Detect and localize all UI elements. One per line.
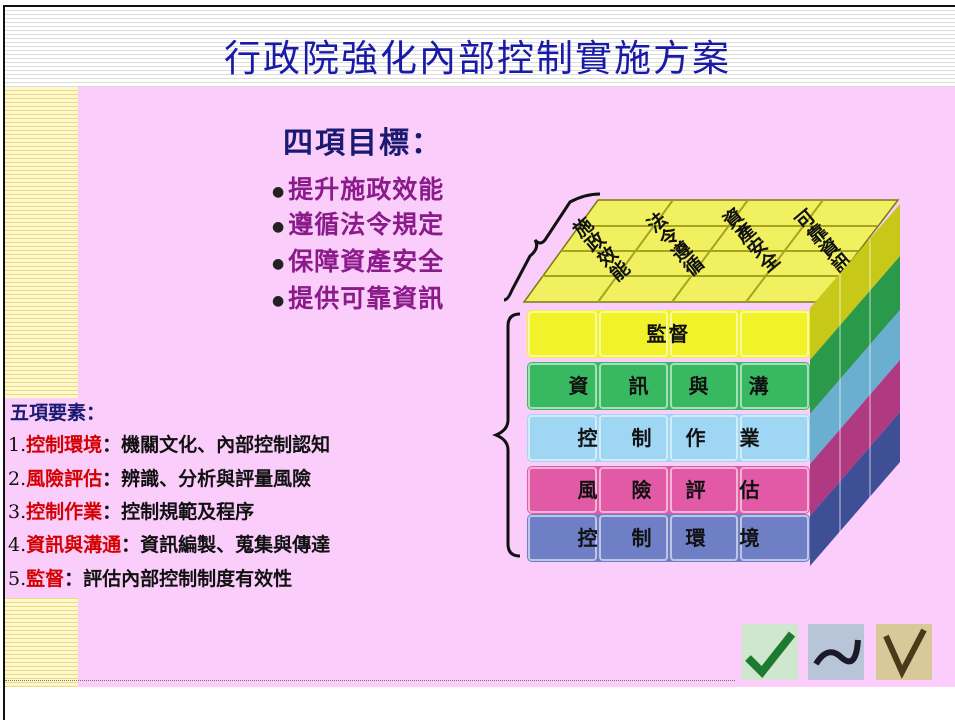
element-item: 1.控制環境：機關文化、內部控制認知 [8, 430, 330, 457]
layer-info-communication: 資訊與溝通 [527, 362, 810, 446]
element-item: 2.風險評估：辨識、分析與評量風險 [8, 464, 311, 491]
content-panel-lower [5, 398, 505, 598]
element-item: 3.控制作業：控制規範及程序 [8, 497, 254, 524]
element-number: 5. [8, 568, 27, 590]
slide-title: 行政院強化內部控制實施方案 [224, 37, 731, 80]
layer-label: 控制環境 [577, 526, 794, 550]
goal-text: 提供可靠資訊 [288, 284, 445, 313]
element-key: 控制作業 [26, 501, 103, 523]
elements-brace-icon [492, 312, 521, 558]
element-desc: ：控制規範及程序 [102, 501, 255, 523]
layer-label: 風險評估 [577, 478, 794, 502]
layer-control-activities: 控制作業 [527, 414, 810, 462]
layer-risk-assessment: 風險評估 [527, 466, 810, 514]
goals-brace-icon [503, 192, 601, 302]
frame-left-border [3, 5, 5, 720]
layer-monitoring: 監督 [527, 310, 810, 358]
goal-text: 遵循法令規定 [288, 210, 445, 239]
check-icon [742, 624, 798, 680]
goal-item: ●保障資產安全 [272, 247, 445, 276]
element-item: 4.資訊與溝通：資訊編製、蒐集與傳達 [8, 530, 330, 557]
layer-control-environment: 控制環境 [527, 514, 810, 562]
goals-heading: 四項目標： [283, 126, 443, 161]
footer-divider [5, 680, 735, 681]
element-number: 3. [8, 501, 27, 523]
element-key: 監督 [26, 568, 65, 590]
cube-right-face [810, 204, 900, 566]
goal-item: ●提升施政效能 [272, 175, 445, 204]
header-stripes [5, 7, 955, 87]
element-key: 控制環境 [26, 434, 103, 456]
element-desc: ：辨識、分析與評量風險 [102, 468, 312, 490]
element-desc: ：機關文化、內部控制認知 [102, 434, 331, 456]
elements-heading: 五項要素： [10, 402, 106, 424]
goal-item: ●遵循法令規定 [272, 210, 445, 239]
swirl-icon [808, 624, 864, 680]
element-number: 2. [8, 468, 27, 490]
element-number: 4. [8, 534, 27, 556]
cube-top-face [522, 199, 900, 303]
goal-text: 保障資產安全 [288, 247, 445, 276]
element-desc: ：資訊編製、蒐集與傳達 [121, 534, 331, 556]
v-icon [876, 624, 932, 680]
element-key: 資訊與溝通 [26, 534, 122, 556]
layer-label: 控制作業 [577, 426, 794, 450]
layer-label: 監督 [646, 322, 691, 346]
layer-label: 資訊與溝通 [568, 374, 809, 446]
element-item: 5.監督：評估內部控制制度有效性 [8, 564, 292, 591]
goal-item: ●提供可靠資訊 [272, 284, 445, 313]
element-desc: ：評估內部控制制度有效性 [64, 568, 293, 590]
element-number: 1. [8, 434, 27, 456]
frame-top-border [3, 5, 955, 7]
goal-text: 提升施政效能 [288, 175, 445, 204]
element-key: 風險評估 [26, 468, 103, 490]
